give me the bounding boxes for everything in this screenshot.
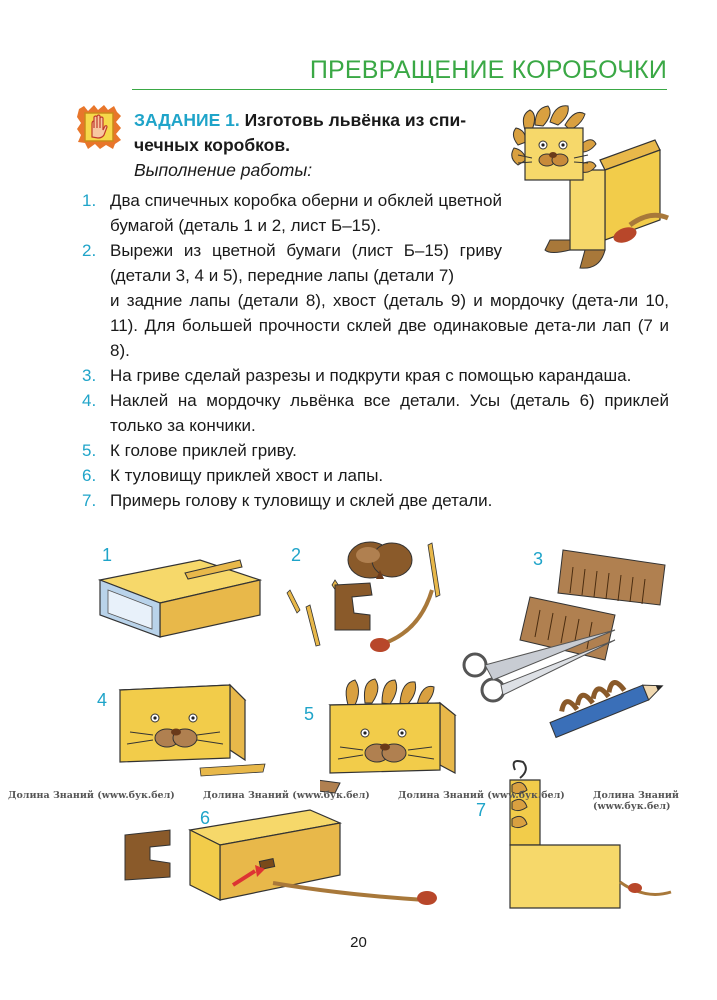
step-text: К туловищу приклей хвост и лапы.: [110, 466, 384, 485]
step-text: и задние лапы (детали 8), хвост (деталь …: [110, 291, 669, 360]
watermark: Долина Знаний (www.бук.бел): [203, 790, 370, 801]
list-item: 7. Примерь голову к туловищу и склей две…: [82, 488, 669, 513]
figure-number-6: 6: [200, 808, 211, 828]
list-item: 2. Вырежи из цветной бумаги (лист Б–15) …: [82, 238, 502, 288]
task-header: ЗАДАНИЕ 1. Изготовь львёнка из спи- чечн…: [134, 108, 504, 183]
figure-number-1: 1: [102, 545, 113, 565]
task-text-1: Изготовь львёнка из спи-: [244, 110, 467, 130]
mane-box-figure: [320, 678, 457, 794]
page-title: ПРЕВРАЩЕНИЕ КОРОБОЧКИ: [309, 56, 667, 84]
face-box-figure: [118, 683, 266, 777]
list-item: 1. Два спичечных коробка оберни и обклей…: [82, 188, 502, 238]
step-text: Вырежи из цветной бумаги (лист Б–15) гри…: [110, 241, 502, 285]
step-text: Наклей на мордочку львёнка все детали. У…: [110, 391, 669, 435]
figure-number-5: 5: [304, 704, 315, 724]
figure-number-3: 3: [533, 549, 544, 569]
watermark: Долина Знаний (www.бук.бел): [398, 790, 565, 801]
figure-number-4: 4: [97, 690, 108, 710]
matchbox-figure: [97, 559, 263, 638]
list-item: 4. Наклей на мордочку львёнка все детали…: [82, 388, 669, 438]
figure-number-7: 7: [476, 800, 487, 820]
task-text-2: чечных коробков.: [134, 135, 290, 155]
step-text: К голове приклей гриву.: [110, 441, 297, 460]
task-subtitle: Выполнение работы:: [134, 160, 313, 180]
page-number: 20: [350, 934, 367, 951]
lion-illustration: [511, 105, 670, 269]
hand-task-icon: [77, 105, 121, 149]
watermark: Долина Знаний (www.бук.бел): [593, 790, 679, 812]
title-divider: [132, 89, 667, 90]
step-text: Два спичечных коробка оберни и обклей цв…: [110, 191, 502, 235]
list-item: 3. На гриве сделай разрезы и подкрути кр…: [82, 363, 669, 388]
step-number: 1.: [82, 191, 97, 210]
step-number: 5.: [82, 441, 97, 460]
assembled-lion-figure: [509, 760, 672, 909]
step-number: 6.: [82, 466, 97, 485]
steps-list: 1. Два спичечных коробка оберни и обклей…: [82, 188, 669, 513]
body-box-figure: [124, 809, 437, 905]
mane-scissors-figure: [462, 549, 666, 739]
figure-number-2: 2: [291, 545, 302, 565]
step-number: 7.: [82, 491, 97, 510]
list-item: 5. К голове приклей гриву.: [82, 438, 669, 463]
task-label: ЗАДАНИЕ 1.: [134, 110, 240, 130]
step-number: 4.: [82, 391, 97, 410]
step-number: 2.: [82, 241, 97, 260]
step-text: Примерь голову к туловищу и склей две де…: [110, 491, 493, 510]
step-text: На гриве сделай разрезы и подкрути края …: [110, 366, 632, 385]
watermark: Долина Знаний (www.бук.бел): [8, 790, 175, 801]
cut-pieces-figure: [286, 541, 441, 652]
list-item: 6. К туловищу приклей хвост и лапы.: [82, 463, 669, 488]
step-number: 3.: [82, 366, 97, 385]
list-item-continued: и задние лапы (детали 8), хвост (деталь …: [82, 288, 669, 363]
